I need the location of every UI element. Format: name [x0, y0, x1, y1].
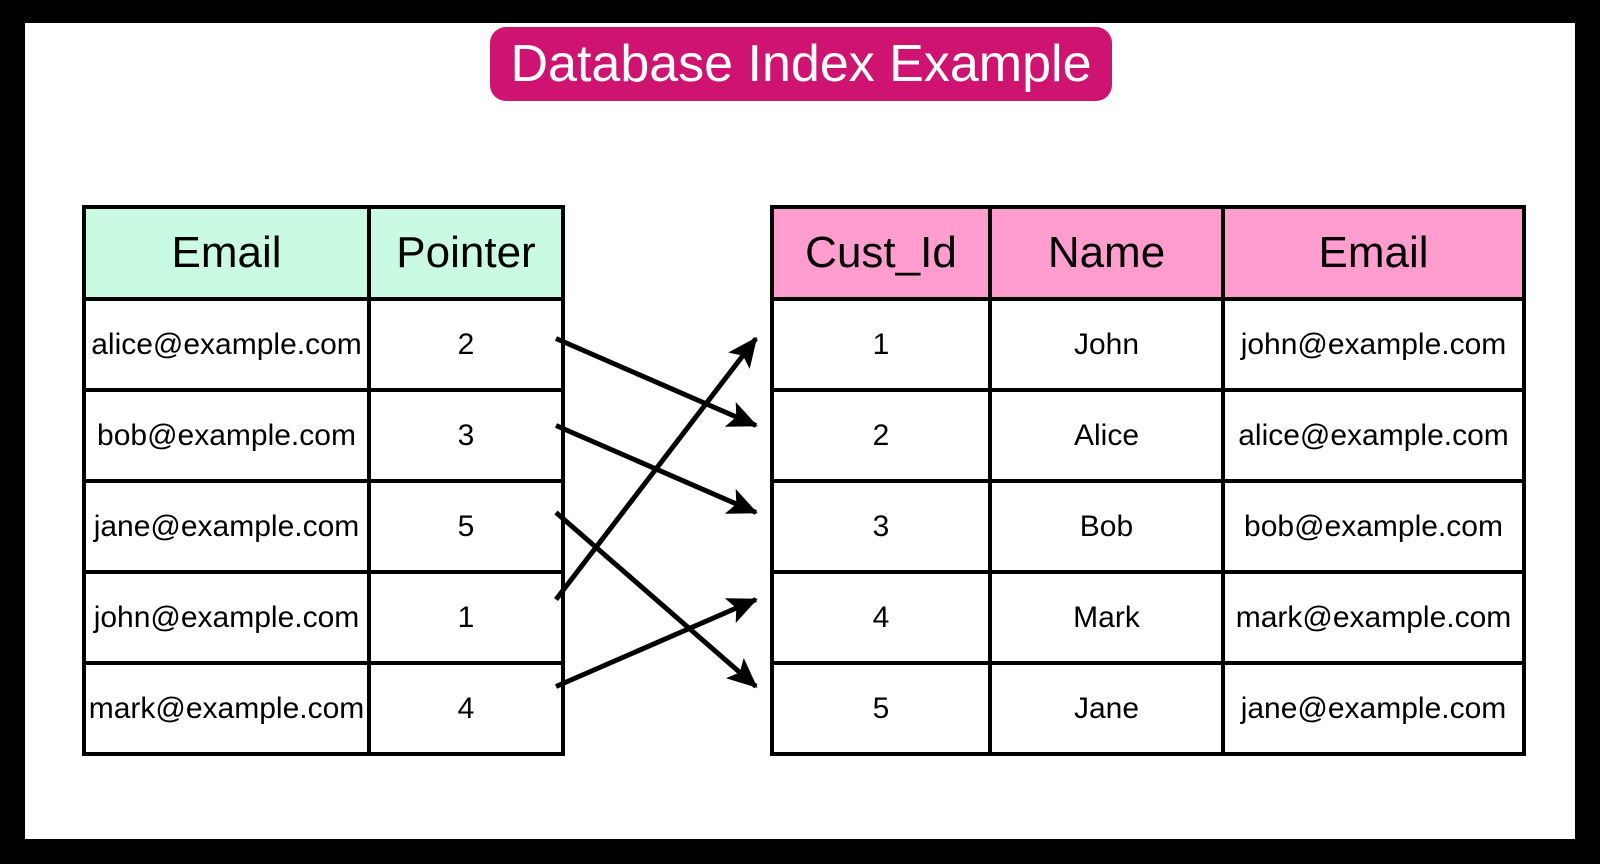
- table-cell: 3: [770, 479, 992, 574]
- table-cell: 2: [367, 297, 565, 392]
- table-cell: jane@example.com: [1221, 661, 1526, 756]
- table-cell: bob@example.com: [1221, 479, 1526, 574]
- table-cell: 1: [770, 297, 992, 392]
- table-cell: Bob: [988, 479, 1225, 574]
- table-cell: alice@example.com: [1221, 388, 1526, 483]
- table-cell: John: [988, 297, 1225, 392]
- table-cell: bob@example.com: [82, 388, 371, 483]
- table-cell: 4: [770, 570, 992, 665]
- column-header: Email: [82, 205, 371, 301]
- column-header: Cust_Id: [770, 205, 992, 301]
- table-cell: 2: [770, 388, 992, 483]
- table-cell: 1: [367, 570, 565, 665]
- column-header: Email: [1221, 205, 1526, 301]
- table-cell: Mark: [988, 570, 1225, 665]
- table-cell: Jane: [988, 661, 1225, 756]
- table-cell: mark@example.com: [82, 661, 371, 756]
- column-header: Pointer: [367, 205, 565, 301]
- table-cell: john@example.com: [1221, 297, 1526, 392]
- table-cell: alice@example.com: [82, 297, 371, 392]
- table-cell: jane@example.com: [82, 479, 371, 574]
- column-header: Name: [988, 205, 1225, 301]
- table-cell: 3: [367, 388, 565, 483]
- table-cell: 4: [367, 661, 565, 756]
- diagram-title: Database Index Example: [510, 35, 1092, 93]
- title-banner: Database Index Example: [490, 27, 1112, 101]
- table-cell: john@example.com: [82, 570, 371, 665]
- table-cell: Alice: [988, 388, 1225, 483]
- table-cell: 5: [770, 661, 992, 756]
- table-cell: 5: [367, 479, 565, 574]
- table-cell: mark@example.com: [1221, 570, 1526, 665]
